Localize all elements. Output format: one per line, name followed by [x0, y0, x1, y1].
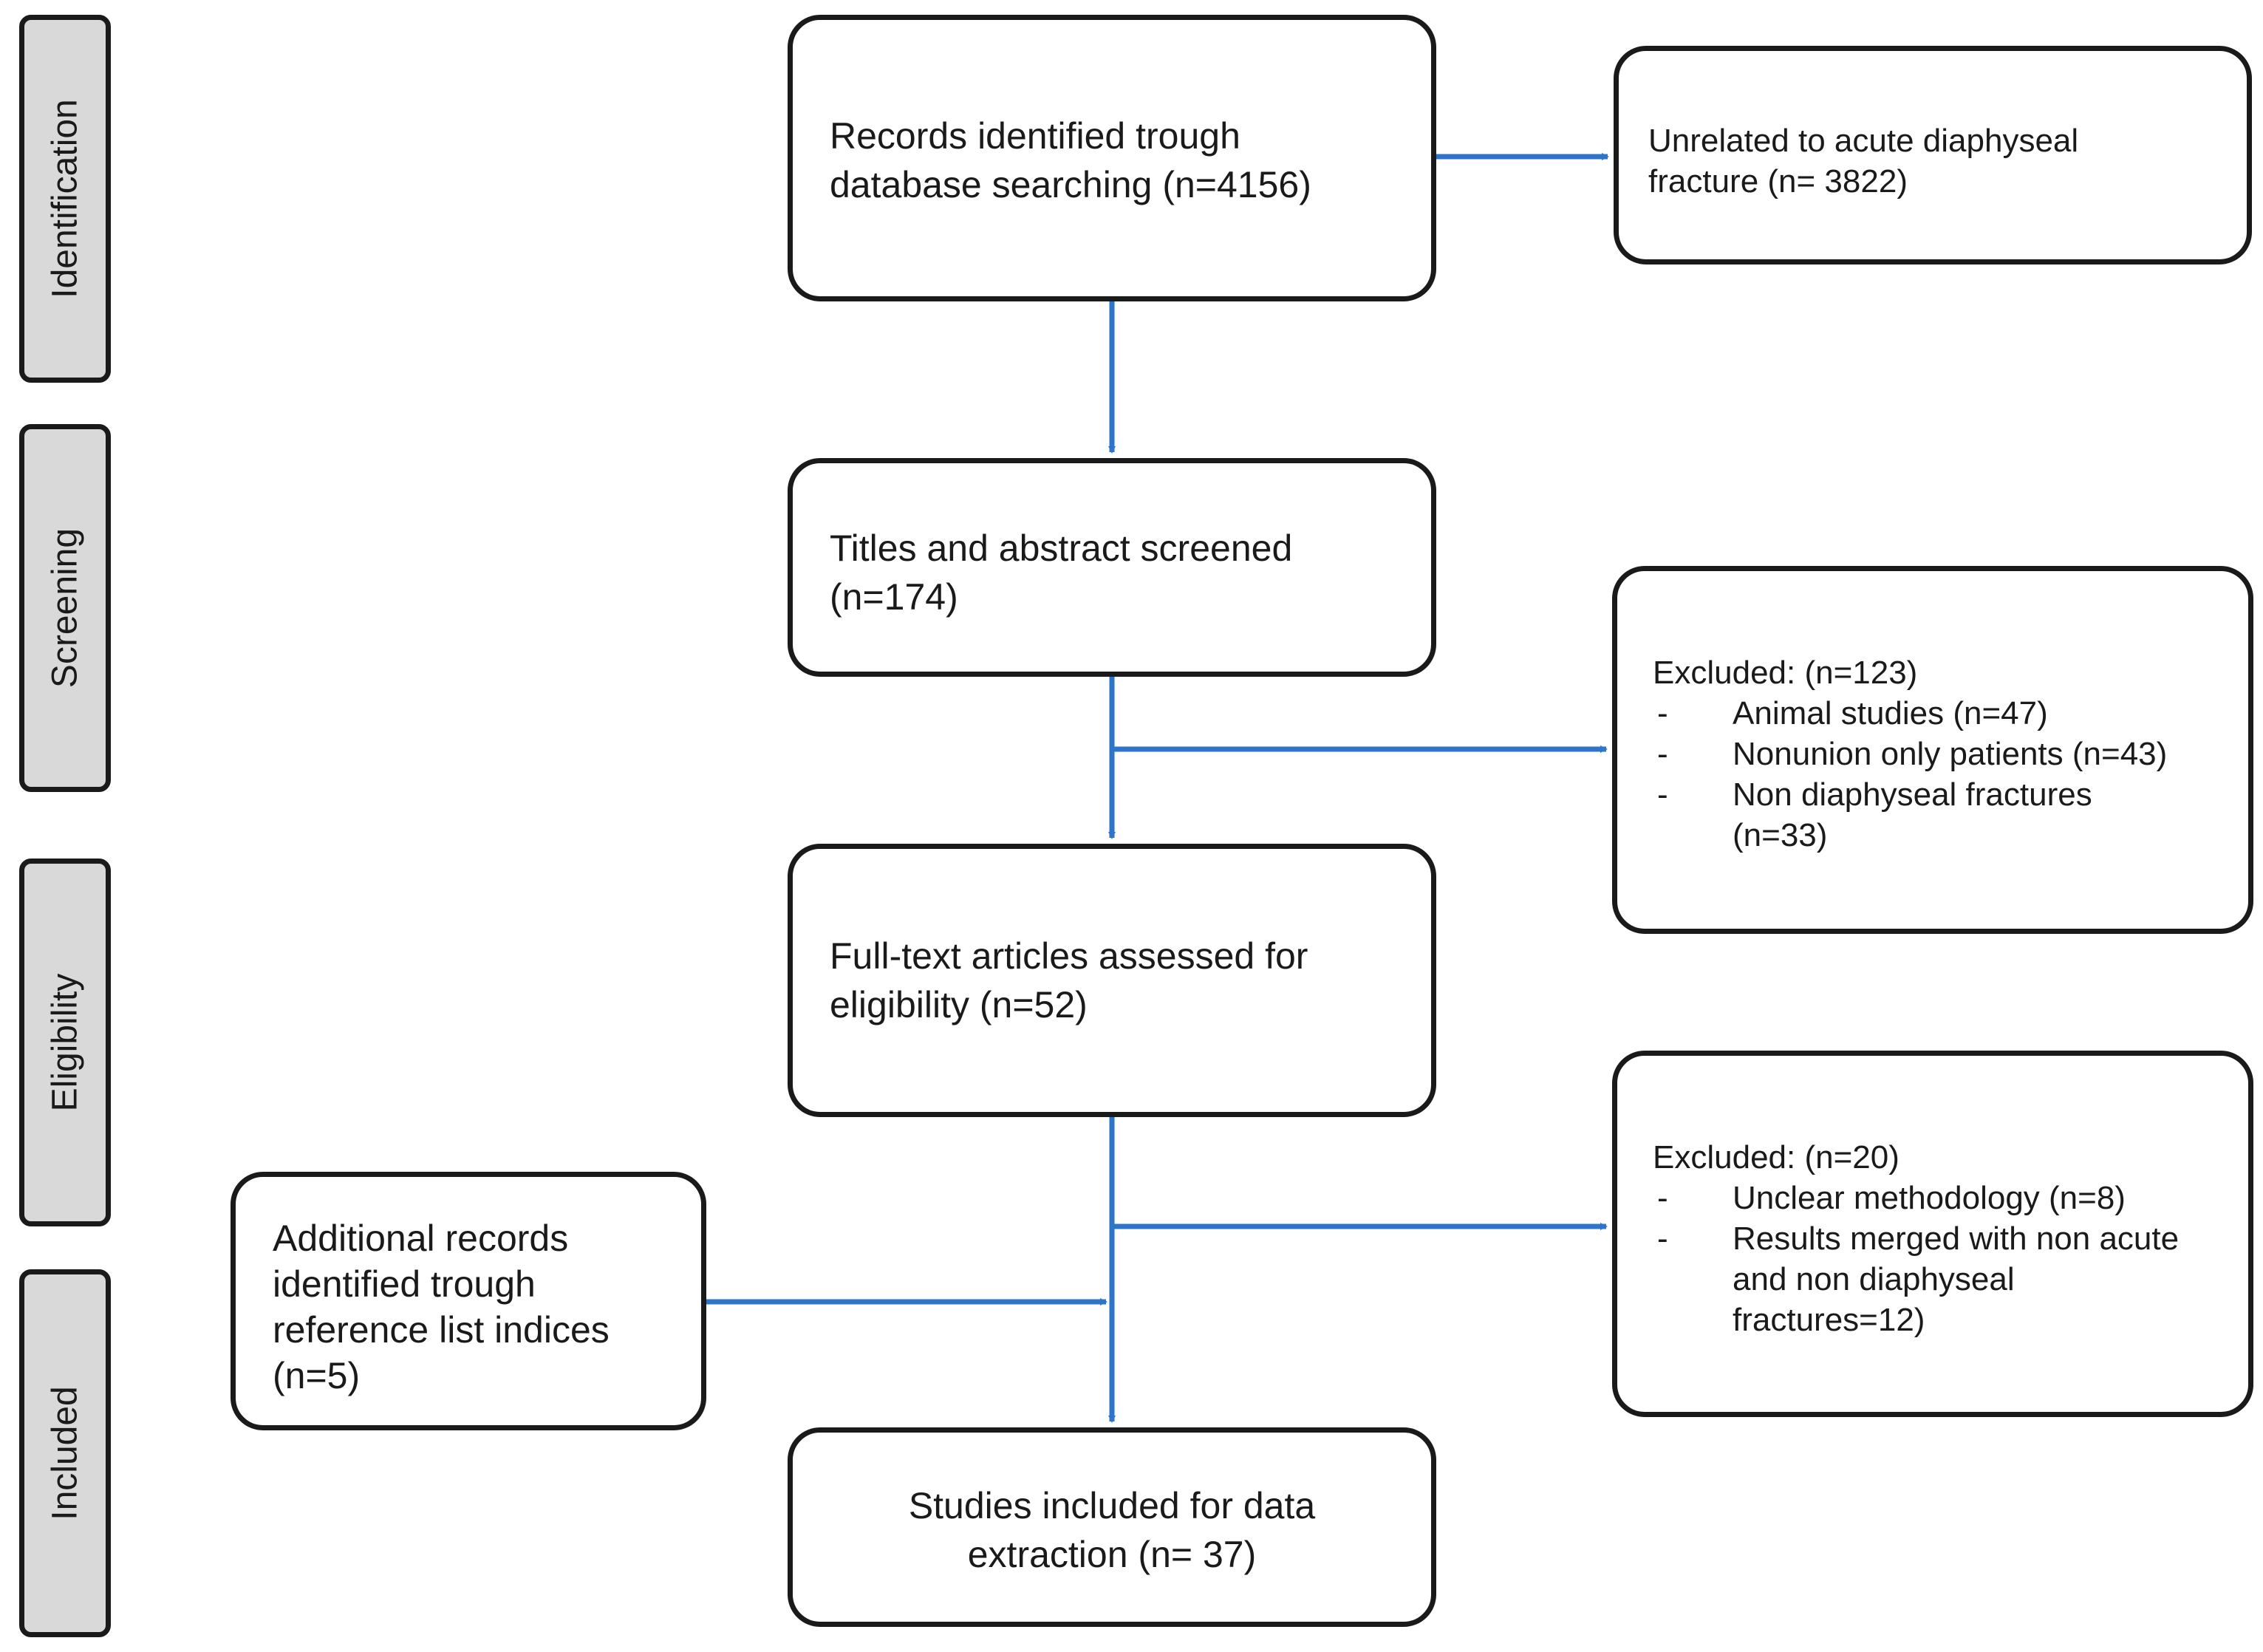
- phase-screening: Screening: [19, 424, 111, 792]
- excluded1-item-4: (n=33): [1733, 817, 1828, 853]
- additional-line-4: (n=5): [273, 1355, 361, 1396]
- included-box: Studies included for data extraction (n=…: [788, 1427, 1436, 1627]
- excluded1-bullet-2: -: [1657, 736, 1668, 772]
- screened-box: Titles and abstract screened (n=174): [788, 458, 1436, 677]
- unrelated-box: Unrelated to acute diaphyseal fracture (…: [1614, 46, 2252, 264]
- excluded2-header: Excluded: (n=20): [1653, 1139, 1900, 1175]
- included-line-1: Studies included for data: [908, 1485, 1316, 1526]
- excluded-eligibility-box: Excluded: (n=20) - Unclear methodology (…: [1612, 1051, 2253, 1417]
- unrelated-line-1: Unrelated to acute diaphyseal: [1648, 123, 2079, 159]
- additional-line-1: Additional records: [273, 1218, 569, 1259]
- excluded-screening-box: Excluded: (n=123) - Animal studies (n=47…: [1612, 566, 2253, 934]
- unrelated-line-2: fracture (n= 3822): [1648, 163, 1908, 199]
- screened-line-1: Titles and abstract screened: [830, 528, 1293, 569]
- phase-identification: Identification: [19, 15, 111, 383]
- excluded2-bullet-2: -: [1657, 1221, 1668, 1257]
- fulltext-line-2: eligibility (n=52): [830, 984, 1088, 1025]
- fulltext-line-1: Full-text articles assessed for: [830, 935, 1308, 977]
- excluded2-item-1: Unclear methodology (n=8): [1733, 1180, 2126, 1216]
- excluded1-bullet-1: -: [1657, 695, 1668, 731]
- excluded1-item-3: Non diaphyseal fractures: [1733, 776, 2092, 813]
- records-identified-box: Records identified trough database searc…: [788, 15, 1436, 301]
- phase-included: Included: [19, 1269, 111, 1637]
- additional-line-2: identified trough: [273, 1263, 536, 1305]
- phase-eligibility: Eligibility: [19, 859, 111, 1226]
- excluded1-bullet-3: -: [1657, 776, 1668, 813]
- excluded1-item-1: Animal studies (n=47): [1733, 695, 2048, 731]
- additional-line-3: reference list indices: [273, 1309, 610, 1351]
- included-line-2: extraction (n= 37): [967, 1534, 1257, 1575]
- screened-line-2: (n=174): [830, 576, 958, 618]
- excluded1-item-2: Nonunion only patients (n=43): [1733, 736, 2168, 772]
- records-line-2: database searching (n=4156): [830, 164, 1311, 205]
- fulltext-box: Full-text articles assessed for eligibil…: [788, 844, 1436, 1117]
- excluded2-bullet-1: -: [1657, 1180, 1668, 1216]
- records-line-1: Records identified trough: [830, 115, 1240, 157]
- excluded1-header: Excluded: (n=123): [1653, 655, 1918, 691]
- excluded2-item-4: fractures=12): [1733, 1302, 1925, 1338]
- excluded2-item-2: Results merged with non acute: [1733, 1221, 2180, 1257]
- additional-records-box: Additional records identified trough ref…: [231, 1172, 706, 1430]
- excluded2-item-3: and non diaphyseal: [1733, 1261, 2015, 1297]
